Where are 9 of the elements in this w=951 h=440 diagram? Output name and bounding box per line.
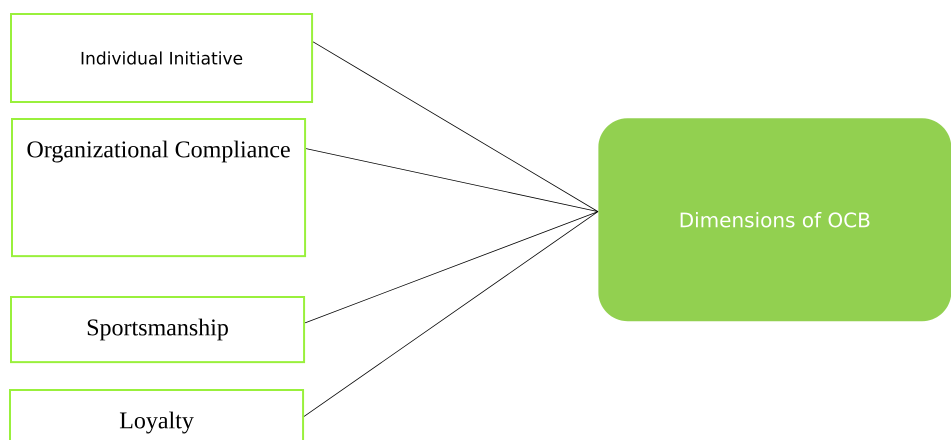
text-box: Sportsmanship <box>10 296 306 364</box>
connector-line <box>312 41 598 212</box>
text-box: Organizational Compliance <box>11 118 306 258</box>
rounded-box: Dimensions of OCB <box>598 118 951 322</box>
text-box: Individual Initiative <box>10 13 314 103</box>
text-box: Loyalty <box>9 389 304 440</box>
connector-line <box>304 211 598 417</box>
connector-line <box>304 211 598 324</box>
connector-line <box>306 148 598 212</box>
